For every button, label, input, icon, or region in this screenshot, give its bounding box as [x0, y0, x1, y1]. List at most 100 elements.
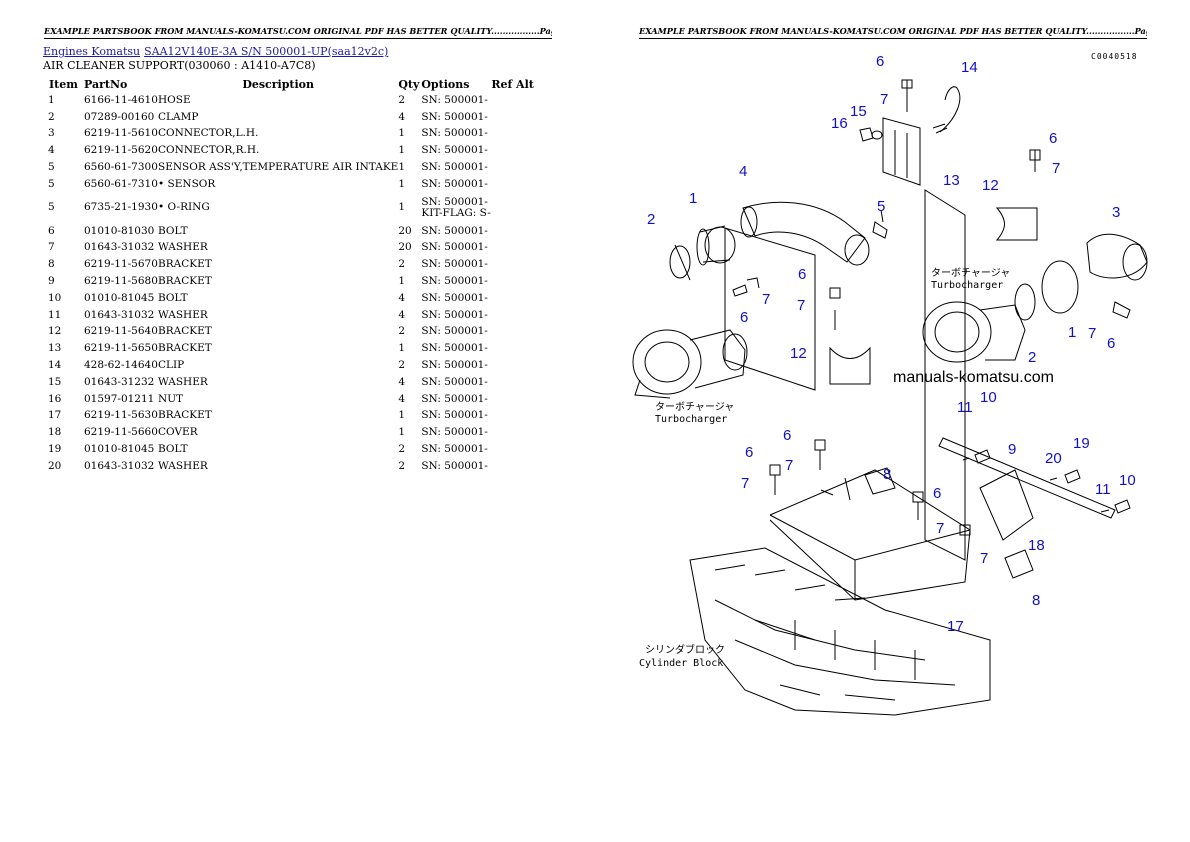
- cell-description: CONNECTOR,R.H.: [158, 144, 260, 157]
- options-serial: SN: 500001-: [421, 110, 488, 123]
- options-serial: SN: 500001-: [421, 161, 488, 174]
- cell-partno: 6219-11-5660: [84, 426, 158, 439]
- cell-ref-alt: [491, 307, 551, 324]
- column-header-ref-alt: Ref Alt: [491, 77, 534, 91]
- cell-ref-alt: [491, 290, 551, 307]
- callout-11: 11: [957, 399, 973, 416]
- cell-ref-alt: [491, 176, 551, 193]
- cell-description: BRACKET: [158, 325, 212, 338]
- cell-item: 18: [48, 426, 62, 439]
- cell-description: WASHER: [158, 308, 208, 321]
- cell-item: 8: [48, 258, 55, 271]
- cell-ref-alt: [491, 240, 551, 257]
- cell-ref-alt: [491, 159, 551, 176]
- cell-partno: 6219-11-5630: [84, 409, 158, 422]
- callout-12: 12: [982, 177, 999, 194]
- cell-partno: 01643-31032: [84, 308, 155, 321]
- callout-5: 5: [877, 198, 885, 215]
- figure-code: C0040518: [1091, 52, 1138, 61]
- cell-item: 3: [48, 127, 55, 140]
- diagram-bolt-10: [1100, 499, 1131, 514]
- callout-6: 6: [740, 309, 748, 326]
- diagram-turbo-left: [632, 329, 748, 399]
- cell-item: 17: [48, 409, 62, 422]
- callout-7: 7: [880, 91, 888, 108]
- label-turbocharger-jp: ターボチャージャ: [931, 267, 1010, 279]
- cell-qty: 1: [398, 342, 406, 355]
- cell-options: SN: 500001-: [421, 256, 491, 273]
- diagram-connector-4: [742, 201, 866, 263]
- label-turbocharger: Turbocharger: [931, 280, 1003, 291]
- cell-description: BOLT: [158, 224, 188, 237]
- cell-item: 16: [48, 392, 62, 405]
- cell-qty: 4: [398, 110, 406, 123]
- callout-17: 17: [947, 618, 964, 635]
- callout-6: 6: [798, 266, 806, 283]
- cell-item: 5: [48, 177, 55, 190]
- cell-item: 4: [48, 144, 55, 157]
- cell-options: SN: 500001-: [421, 273, 491, 290]
- diagram-plate-center: [924, 189, 966, 561]
- options-serial: SN: 500001-: [421, 144, 488, 157]
- breadcrumb-link-engines[interactable]: Engines Komatsu: [43, 45, 141, 58]
- cell-ref-alt: [491, 340, 551, 357]
- breadcrumb-link-model[interactable]: SAA12V140E-3A S/N 500001-UP(saa12v2c): [144, 45, 389, 58]
- cell-description: CLIP: [158, 359, 185, 372]
- cell-qty: 2: [398, 93, 406, 106]
- cell-partno: 01010-81045: [84, 291, 155, 304]
- callout-16: 16: [831, 115, 848, 132]
- cell-item: 10: [48, 291, 62, 304]
- column-header-item: Item: [49, 77, 78, 91]
- cell-description: BRACKET: [158, 342, 212, 355]
- cell-options: SN: 500001-: [421, 458, 491, 475]
- cell-item: 1: [48, 93, 55, 106]
- callout-12: 12: [790, 345, 807, 362]
- cell-options: SN: 500001-: [421, 126, 491, 143]
- diagram-bolt-19: [1049, 469, 1081, 484]
- cell-description: BRACKET: [158, 258, 212, 271]
- cell-options: SN: 500001-: [421, 142, 491, 159]
- cell-ref-alt: [491, 458, 551, 475]
- cell-partno: 01597-01211: [84, 392, 155, 405]
- callout-10: 10: [1119, 472, 1136, 489]
- callout-7: 7: [936, 520, 944, 537]
- cell-partno: 6219-11-5620: [84, 144, 158, 157]
- cell-ref-alt: [491, 441, 551, 458]
- diagram-bracket-12: [995, 207, 1038, 241]
- callout-8: 8: [1032, 592, 1040, 609]
- options-serial: SN: 500001-: [421, 275, 488, 288]
- diagram-washer-15: [871, 130, 883, 140]
- options-serial: SN: 500001-: [421, 443, 488, 456]
- cell-description: WASHER: [158, 459, 208, 472]
- cell-options: SN: 500001-: [421, 109, 491, 126]
- diagram-bolt: [732, 284, 748, 297]
- cell-partno: 6166-11-4610: [84, 93, 158, 106]
- cell-item: 20: [48, 459, 62, 472]
- cell-qty: 1: [398, 177, 406, 190]
- cell-item: 19: [48, 443, 62, 456]
- cell-ref-alt: [491, 273, 551, 290]
- cell-qty: 1: [398, 275, 406, 288]
- options-serial: SN: 500001-: [421, 426, 488, 439]
- diagram-bolt: [769, 464, 781, 495]
- diagram-clamp-2: [1014, 283, 1036, 321]
- cell-item: 14: [48, 359, 62, 372]
- cell-partno: 01010-81045: [84, 443, 155, 456]
- options-serial: SN: 500001-: [421, 325, 488, 338]
- options-serial: SN: 500001-: [421, 308, 488, 321]
- column-header-options: Options: [421, 77, 470, 91]
- diagram-bracket-8: [1004, 549, 1034, 579]
- diagram-hose-1: [704, 226, 736, 264]
- cell-item: 2: [48, 110, 55, 123]
- options-serial: SN: 500001-: [421, 224, 488, 237]
- cell-options: SN: 500001-: [421, 324, 491, 341]
- callout-10: 10: [980, 389, 997, 406]
